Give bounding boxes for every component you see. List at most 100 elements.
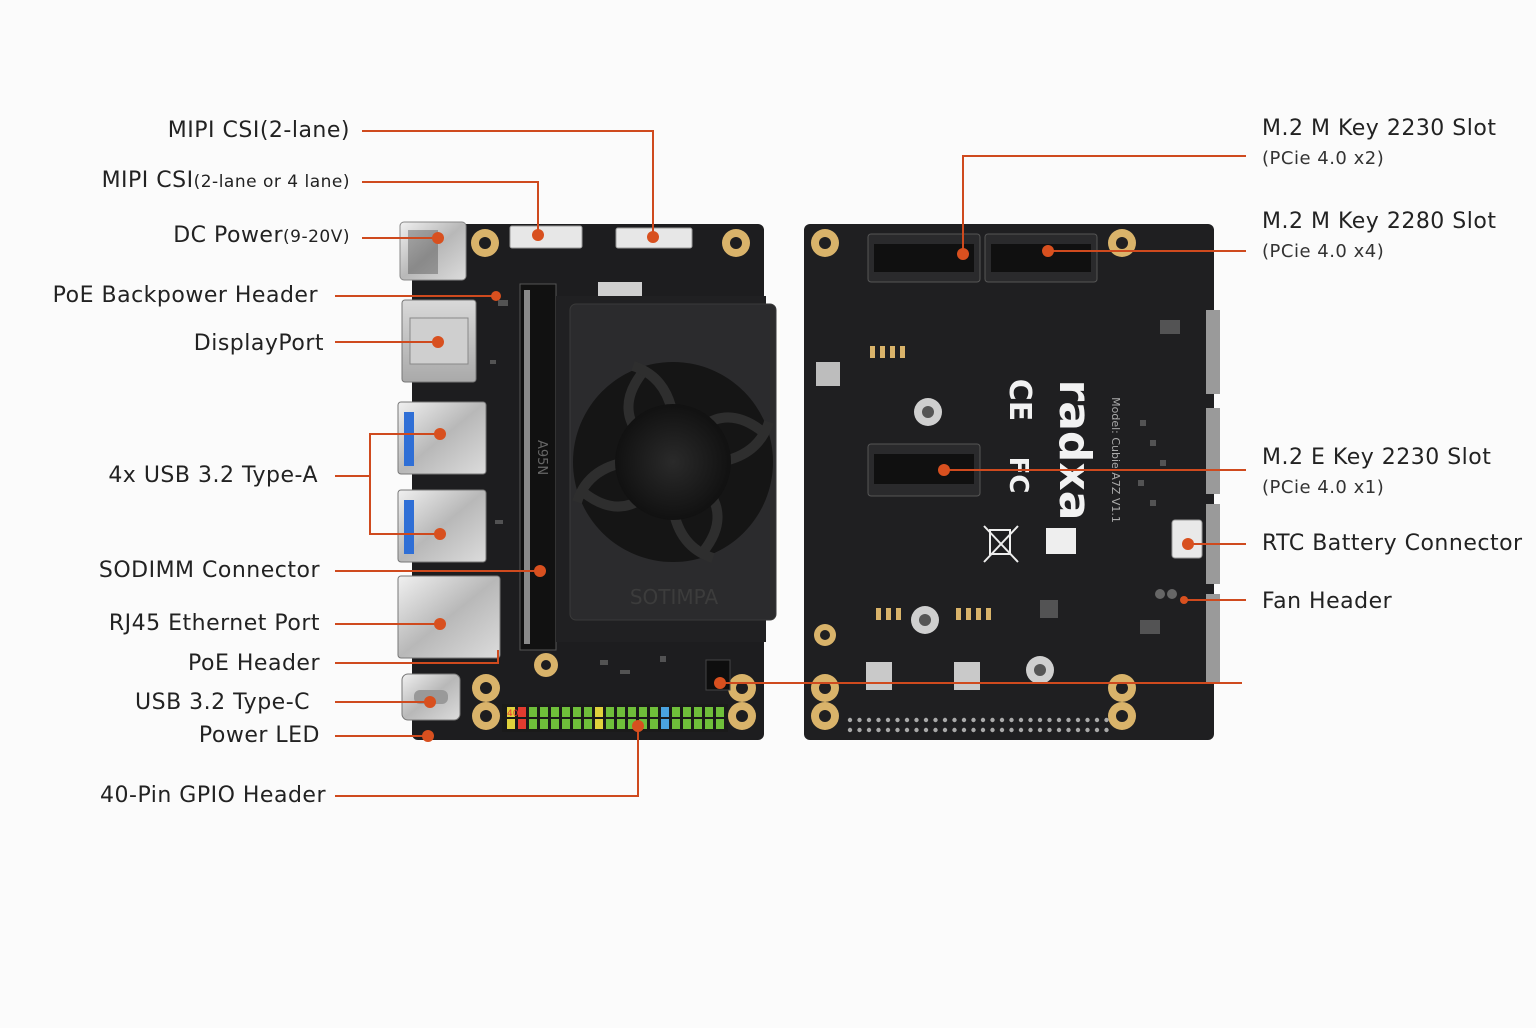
line-m2-2230-m xyxy=(962,155,1246,254)
rj45-connector xyxy=(397,575,501,659)
gpio-pin xyxy=(529,707,537,717)
board-bottom-side: radxa Model: Cubie A7Z V1.1 CE FC xyxy=(804,224,1220,740)
pad xyxy=(1018,717,1024,723)
label-fan: Fan Header xyxy=(1262,589,1393,614)
gpio-pin xyxy=(606,719,614,729)
pad xyxy=(933,717,938,723)
pad xyxy=(914,727,919,733)
board-top-side: SOTIMPA A95N 40 xyxy=(397,221,777,740)
pad xyxy=(914,717,919,723)
ce-mark: CE xyxy=(1002,379,1037,422)
gpio-pin xyxy=(518,707,526,717)
pad xyxy=(942,727,948,733)
gpio-pin xyxy=(540,719,548,729)
rohs-mark xyxy=(1046,528,1076,554)
pad xyxy=(885,727,891,733)
pad xyxy=(1037,727,1043,733)
gpio-pin xyxy=(562,719,570,729)
gpio-pin xyxy=(617,707,625,717)
gpio-pin xyxy=(661,719,669,729)
module-text: A95N xyxy=(534,440,549,475)
gpio-pin xyxy=(672,719,680,729)
pad xyxy=(885,717,891,723)
line-mipi-csi-2lane xyxy=(362,130,654,237)
gpio-pin xyxy=(551,707,559,717)
gpio-pin-label: 40 xyxy=(507,709,519,719)
pad xyxy=(1009,717,1014,723)
gpio-pin xyxy=(650,719,658,729)
gpio-pin xyxy=(650,707,658,717)
pad xyxy=(961,717,967,723)
pad xyxy=(990,727,995,733)
pad xyxy=(923,727,929,733)
gpio-pin xyxy=(628,719,636,729)
label-usb-a: 4x USB 3.2 Type-A xyxy=(108,463,318,488)
label-poe-backpower: PoE Backpower Header xyxy=(52,283,318,308)
pad xyxy=(866,727,872,733)
pad xyxy=(866,717,872,723)
pad xyxy=(1104,717,1109,723)
gpio-pin xyxy=(551,719,559,729)
gpio-pin xyxy=(573,707,581,717)
gpio-pin xyxy=(518,719,526,729)
label-gpio: 40-Pin GPIO Header xyxy=(100,783,326,808)
gpio-pin xyxy=(507,719,515,729)
label-power-led: Power LED xyxy=(198,723,320,748)
label-m2-2280-m: M.2 M Key 2280 Slot xyxy=(1262,209,1497,234)
pad xyxy=(933,727,938,733)
pad xyxy=(1047,717,1052,723)
gpio-pin xyxy=(584,707,592,717)
pad xyxy=(1066,717,1071,723)
label-mipi-csi-2or4: MIPI CSI(2-lane or 4 lane) xyxy=(101,168,350,193)
label-m2-2230-m: M.2 M Key 2230 Slot xyxy=(1262,116,1497,141)
fan-text: SOTIMPA xyxy=(630,585,719,609)
brand-logo: radxa xyxy=(1049,380,1100,521)
gpio-header xyxy=(502,704,728,732)
pad xyxy=(971,727,976,733)
pad xyxy=(1085,727,1090,733)
gpio-pin xyxy=(639,707,647,717)
pad xyxy=(980,717,986,723)
pad xyxy=(876,717,881,723)
dc-jack xyxy=(399,221,467,281)
label-mipi-csi-2lane: MIPI CSI(2-lane) xyxy=(167,118,350,143)
pad xyxy=(847,717,853,723)
label-displayport: DisplayPort xyxy=(193,331,324,356)
pad xyxy=(876,727,881,733)
pad xyxy=(1075,717,1081,723)
gpio-pin xyxy=(606,707,614,717)
usb-a-stack-2 xyxy=(397,489,487,563)
gpio-pin xyxy=(584,719,592,729)
pad xyxy=(1104,727,1109,733)
pad xyxy=(942,717,948,723)
pad xyxy=(857,717,862,723)
pad xyxy=(990,717,995,723)
gpio-pin xyxy=(705,707,713,717)
gpio-pin xyxy=(694,707,702,717)
gpio-pin xyxy=(661,707,669,717)
pad xyxy=(895,727,900,733)
label-sodimm: SODIMM Connector xyxy=(98,558,320,583)
gpio-pin xyxy=(507,707,515,717)
label-rj45: RJ45 Ethernet Port xyxy=(108,611,320,636)
gpio-pin xyxy=(716,707,724,717)
weee-icon xyxy=(983,525,1019,563)
pad xyxy=(961,727,967,733)
gpio-pin xyxy=(683,707,691,717)
pad xyxy=(1075,727,1081,733)
model-text: Model: Cubie A7Z V1.1 xyxy=(1109,397,1122,523)
pad xyxy=(1085,717,1090,723)
label-usb-c: USB 3.2 Type-C xyxy=(135,690,310,715)
sublabel-m2-2280-m: (PCie 4.0 x4) xyxy=(1262,241,1385,262)
pad xyxy=(999,717,1005,723)
gpio-pin xyxy=(628,707,636,717)
gpio-pin xyxy=(694,719,702,729)
gpio-pin xyxy=(595,719,603,729)
gpio-pin xyxy=(540,707,548,717)
pad xyxy=(1094,727,1100,733)
pad xyxy=(1094,717,1100,723)
gpio-pin xyxy=(716,719,724,729)
pad xyxy=(1047,727,1052,733)
